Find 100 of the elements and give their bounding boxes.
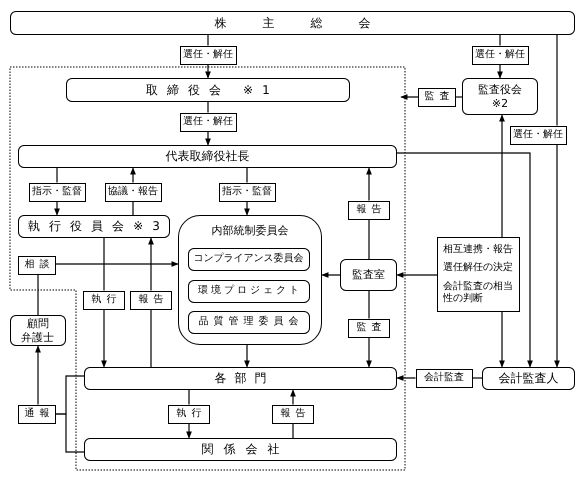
node-label: コンプライアンス委員会 [194,253,304,265]
rounded-box [482,367,575,390]
node-label: 報告 [138,294,168,306]
label-box [348,318,390,338]
rounded-box [10,315,66,346]
rounded-box [66,78,350,102]
node-label: 執行 [176,408,206,420]
node-label: 監査役会 [478,83,522,96]
rounded-box [84,438,397,461]
node-label: 関係会社 [200,442,290,457]
arrow [56,261,179,267]
arrow [397,152,533,368]
rounded-box [462,78,538,115]
arrow [205,64,211,79]
connector-line [472,377,482,379]
node-label: 取締役会 ※1 [145,82,279,98]
arrow [205,132,211,146]
label-box [180,46,236,64]
arrow [499,114,505,237]
connector-line [246,168,248,182]
node-label: 株主総会 [214,16,406,30]
arrow [396,375,416,381]
node-label: 選任・解任 [513,129,563,141]
node-label: 品質管理委員会 [198,316,304,328]
arrow [400,94,418,100]
label-box [416,368,472,388]
node-label: ※2 [492,96,508,110]
arrow [130,167,136,182]
node-label: 通報 [24,408,54,420]
rounded-box [340,259,397,291]
rounded-box [10,11,575,35]
node-label: 会計監査 [424,372,464,384]
connector-line [132,202,134,215]
node-label: 顧問弁護士 [20,317,55,344]
arrow [497,64,503,79]
node-label: 選任・解任 [475,49,525,61]
rounded-box [18,145,397,168]
connector-line [368,220,370,259]
connector-line [150,310,152,367]
group-box [178,215,322,345]
label-box [104,182,162,202]
node-label: 監査室 [352,268,385,282]
node-label: 報告 [280,408,310,420]
arrow [321,272,340,278]
label-box [472,46,528,64]
label-box [510,126,566,144]
arrow [54,202,60,216]
arrow [148,237,154,290]
node-label: 協議・報告 [108,186,158,198]
arrow [244,345,250,368]
node-label: 会計監査人 [498,371,558,386]
label-box [218,182,276,202]
label-box [418,88,456,106]
node-label: 内部統制委員会 [212,224,288,238]
label-box [83,290,125,310]
node-label: 指示・監督 [222,186,272,198]
arrow [35,345,41,404]
connector-line [37,274,39,315]
connector-line [207,102,209,112]
node-label: 選任・解任 [183,49,233,61]
arrow [244,202,250,216]
label-box [130,290,172,310]
connector-line [103,238,105,290]
connector-line [499,35,501,46]
node-label: 選任解任の決定 [443,262,513,274]
node-label: 指示・監督 [32,186,82,198]
arrow [366,167,372,200]
arrow [186,424,192,439]
arrow [554,144,560,368]
node-label: 環境プロジェクト [197,285,302,297]
node-label: 代表取締役社長 [166,149,250,164]
node-label: 報告 [356,204,386,216]
label-box [348,200,390,220]
connector-line [556,35,558,126]
connector-line [56,168,58,182]
rounded-box [84,367,397,390]
label-box [168,404,210,424]
arrow [396,272,437,278]
label-box [18,256,56,274]
node-label: 監査 [424,91,454,103]
node-label: 執行役員会※3 [27,219,169,234]
node-label: 会計監査の相当性の判断 [443,280,514,305]
label-box [180,112,236,132]
label-box [18,404,56,424]
arrow [366,338,372,368]
arrow [499,312,505,368]
node-label: 相談 [24,259,54,271]
arrow [290,389,296,404]
rounded-box [18,215,170,238]
connector-line [56,413,84,453]
rounded-box [188,248,310,270]
connector-line [368,291,370,318]
rounded-box [188,310,310,334]
connector-line [188,390,190,404]
node-label: 相互連携・報告 [443,244,513,256]
rounded-box [188,280,310,302]
label-box [28,182,86,202]
node-label: 執行 [90,294,122,306]
label-box [272,404,314,424]
node-label: 各部門 [214,371,274,386]
